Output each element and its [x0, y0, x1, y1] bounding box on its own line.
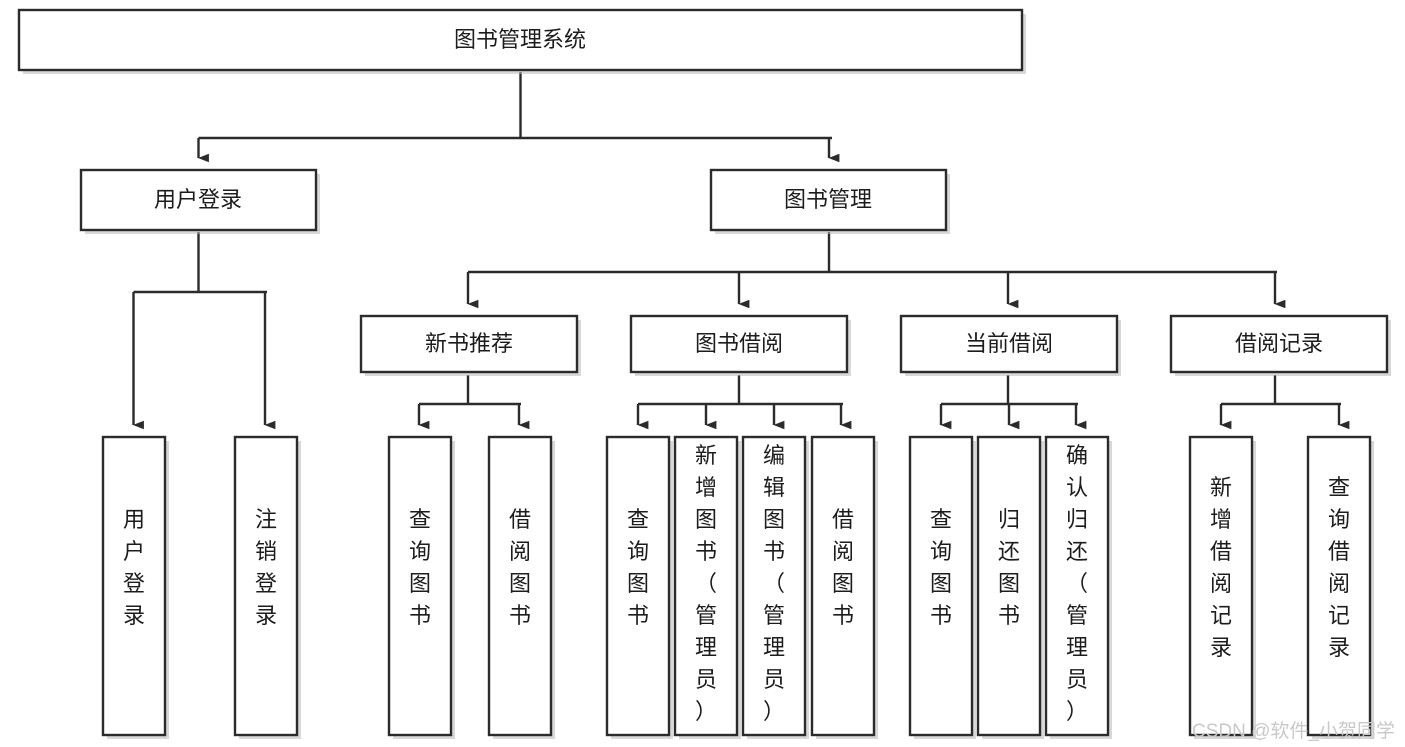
leaf-node[interactable]: 用户登录: [101, 435, 169, 739]
leaf-box[interactable]: [673, 435, 739, 737]
leaf-box[interactable]: [387, 435, 453, 737]
connector-layer: [132, 72, 1350, 430]
csdn-watermark: CSDN @软件_小贺同学: [1192, 721, 1395, 742]
node-root-label: 图书管理系统: [454, 27, 586, 52]
leaf-label: 编辑图书（管理员）: [763, 443, 785, 724]
leaf-node[interactable]: 新增借阅记录: [1188, 435, 1256, 739]
leaf-box[interactable]: [976, 435, 1042, 737]
node-book-borrow-label: 图书借阅: [695, 331, 783, 356]
node-book-borrow[interactable]: 图书借阅: [629, 314, 851, 376]
node-user-login[interactable]: 用户登录: [79, 168, 320, 234]
leaf-label: 借阅图书: [832, 507, 854, 628]
leaf-label: 归还图书: [998, 507, 1020, 628]
node-borrow-record-box[interactable]: [1169, 314, 1389, 374]
leaf-box[interactable]: [233, 435, 299, 737]
node-user-login-box[interactable]: [79, 168, 318, 232]
leaf-label: 注销登录: [255, 507, 277, 628]
leaf-box[interactable]: [605, 435, 671, 737]
node-book-management[interactable]: 图书管理: [709, 168, 950, 234]
node-current-borrow-box[interactable]: [899, 314, 1119, 374]
node-borrow-record[interactable]: 借阅记录: [1169, 314, 1391, 376]
leaf-box[interactable]: [1306, 435, 1372, 737]
leaf-box[interactable]: [741, 435, 807, 737]
node-root[interactable]: 图书管理系统: [17, 8, 1026, 74]
leaf-label: 查询图书: [409, 507, 431, 628]
node-user-login-label: 用户登录: [154, 187, 242, 212]
leaf-box[interactable]: [101, 435, 167, 737]
node-current-borrow-label: 当前借阅: [965, 331, 1053, 356]
leaf-node[interactable]: 编辑图书（管理员）: [741, 435, 809, 739]
leaf-box[interactable]: [1044, 435, 1110, 737]
node-new-book-recommend-box[interactable]: [359, 314, 579, 374]
leaf-node[interactable]: 借阅图书: [487, 435, 555, 739]
node-new-book-recommend-label: 新书推荐: [425, 331, 513, 356]
leaf-node[interactable]: 借阅图书: [810, 435, 878, 739]
leaf-node[interactable]: 归还图书: [976, 435, 1044, 739]
node-borrow-record-label: 借阅记录: [1235, 331, 1323, 356]
node-new-book-recommend[interactable]: 新书推荐: [359, 314, 581, 376]
leaf-node[interactable]: 新增图书（管理员）: [673, 435, 741, 739]
leaf-label: 新增图书（管理员）: [695, 443, 717, 724]
node-book-management-box[interactable]: [709, 168, 948, 232]
leaf-label: 新增借阅记录: [1210, 475, 1232, 660]
leaf-box[interactable]: [810, 435, 876, 737]
leaf-node[interactable]: 查询图书: [387, 435, 455, 739]
node-book-management-label: 图书管理: [784, 187, 872, 212]
leaf-node[interactable]: 查询图书: [908, 435, 976, 739]
node-book-borrow-box[interactable]: [629, 314, 849, 374]
leaf-label: 用户登录: [123, 507, 145, 628]
leaf-label: 查询图书: [627, 507, 649, 628]
leaf-node[interactable]: 注销登录: [233, 435, 301, 739]
leaf-label: 查询借阅记录: [1328, 475, 1350, 660]
node-current-borrow[interactable]: 当前借阅: [899, 314, 1121, 376]
leaf-label: 借阅图书: [509, 507, 531, 628]
leaf-node[interactable]: 查询图书: [605, 435, 673, 739]
leaf-box[interactable]: [908, 435, 974, 737]
leaf-label: 查询图书: [930, 507, 952, 628]
leaf-box[interactable]: [487, 435, 553, 737]
leaf-box[interactable]: [1188, 435, 1254, 737]
leaf-node[interactable]: 确认归还（管理员）: [1044, 435, 1112, 739]
node-root-box[interactable]: [17, 8, 1024, 72]
leaf-label: 确认归还（管理员）: [1066, 443, 1088, 724]
leaf-node[interactable]: 查询借阅记录: [1306, 435, 1374, 739]
